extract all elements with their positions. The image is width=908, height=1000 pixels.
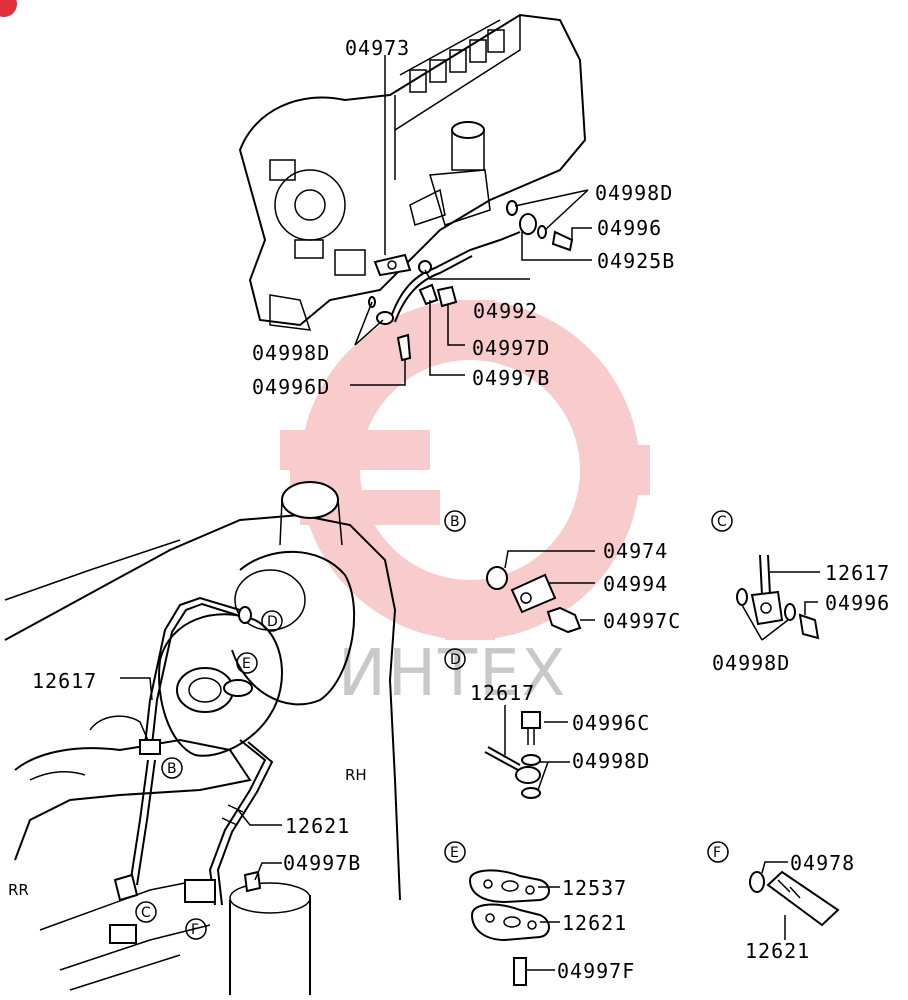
label-04978-f: 04978 xyxy=(790,851,855,875)
label-12621-main: 12621 xyxy=(285,814,350,838)
top-leader-lines xyxy=(350,55,592,386)
label-04925b: 04925B xyxy=(597,249,675,273)
label-04996d: 04996D xyxy=(252,375,330,399)
corner-logo xyxy=(0,0,17,17)
label-rr: RR xyxy=(8,881,29,899)
label-04997c: 04997C xyxy=(603,609,681,633)
callout-e-main: E xyxy=(242,656,251,672)
callout-b-detail: B xyxy=(450,514,460,530)
label-04996-top: 04996 xyxy=(597,216,662,240)
detail-e: E xyxy=(444,841,560,986)
label-rh: RH xyxy=(345,766,367,784)
label-04994: 04994 xyxy=(603,572,668,596)
callout-c-main: C xyxy=(141,905,151,921)
label-04998d-d: 04998D xyxy=(572,749,650,773)
label-12617-d: 12617 xyxy=(470,681,535,705)
label-04998d-left: 04998D xyxy=(252,341,330,365)
callout-d-detail: D xyxy=(450,652,461,668)
label-04997d: 04997D xyxy=(472,336,550,360)
label-04992: 04992 xyxy=(473,299,538,323)
callout-f-detail: F xyxy=(713,845,721,861)
injection-pump-drawing xyxy=(238,13,587,362)
label-04998d-top: 04998D xyxy=(595,181,673,205)
engine-turbo-drawing xyxy=(4,481,401,995)
label-12621-f: 12621 xyxy=(745,939,810,963)
detail-c: C xyxy=(711,510,820,641)
detail-b: B xyxy=(444,510,595,634)
label-04973: 04973 xyxy=(345,36,410,60)
label-12621-e: 12621 xyxy=(562,911,627,935)
callout-b-main: B xyxy=(167,761,177,777)
detail-f: F xyxy=(707,841,840,940)
callout-d-main: D xyxy=(267,614,278,630)
label-04998d-c: 04998D xyxy=(712,651,790,675)
callout-f-main: F xyxy=(191,922,199,938)
label-04997b-main: 04997B xyxy=(283,851,361,875)
main-callouts: D E B C F xyxy=(135,610,283,940)
label-04996-c: 04996 xyxy=(825,591,890,615)
label-04997f-e: 04997F xyxy=(557,959,635,983)
label-04974: 04974 xyxy=(603,539,668,563)
label-04997b-top: 04997B xyxy=(472,366,550,390)
watermark-logo xyxy=(280,300,650,640)
main-leader-lines xyxy=(120,677,282,881)
callout-c-detail: C xyxy=(717,514,727,530)
label-12617-c: 12617 xyxy=(825,561,890,585)
callout-e-detail: E xyxy=(450,845,459,861)
detail-d: D xyxy=(444,648,570,799)
label-12617-main: 12617 xyxy=(32,669,97,693)
label-04996c-d: 04996C xyxy=(572,711,650,735)
label-12537-e: 12537 xyxy=(562,876,627,900)
